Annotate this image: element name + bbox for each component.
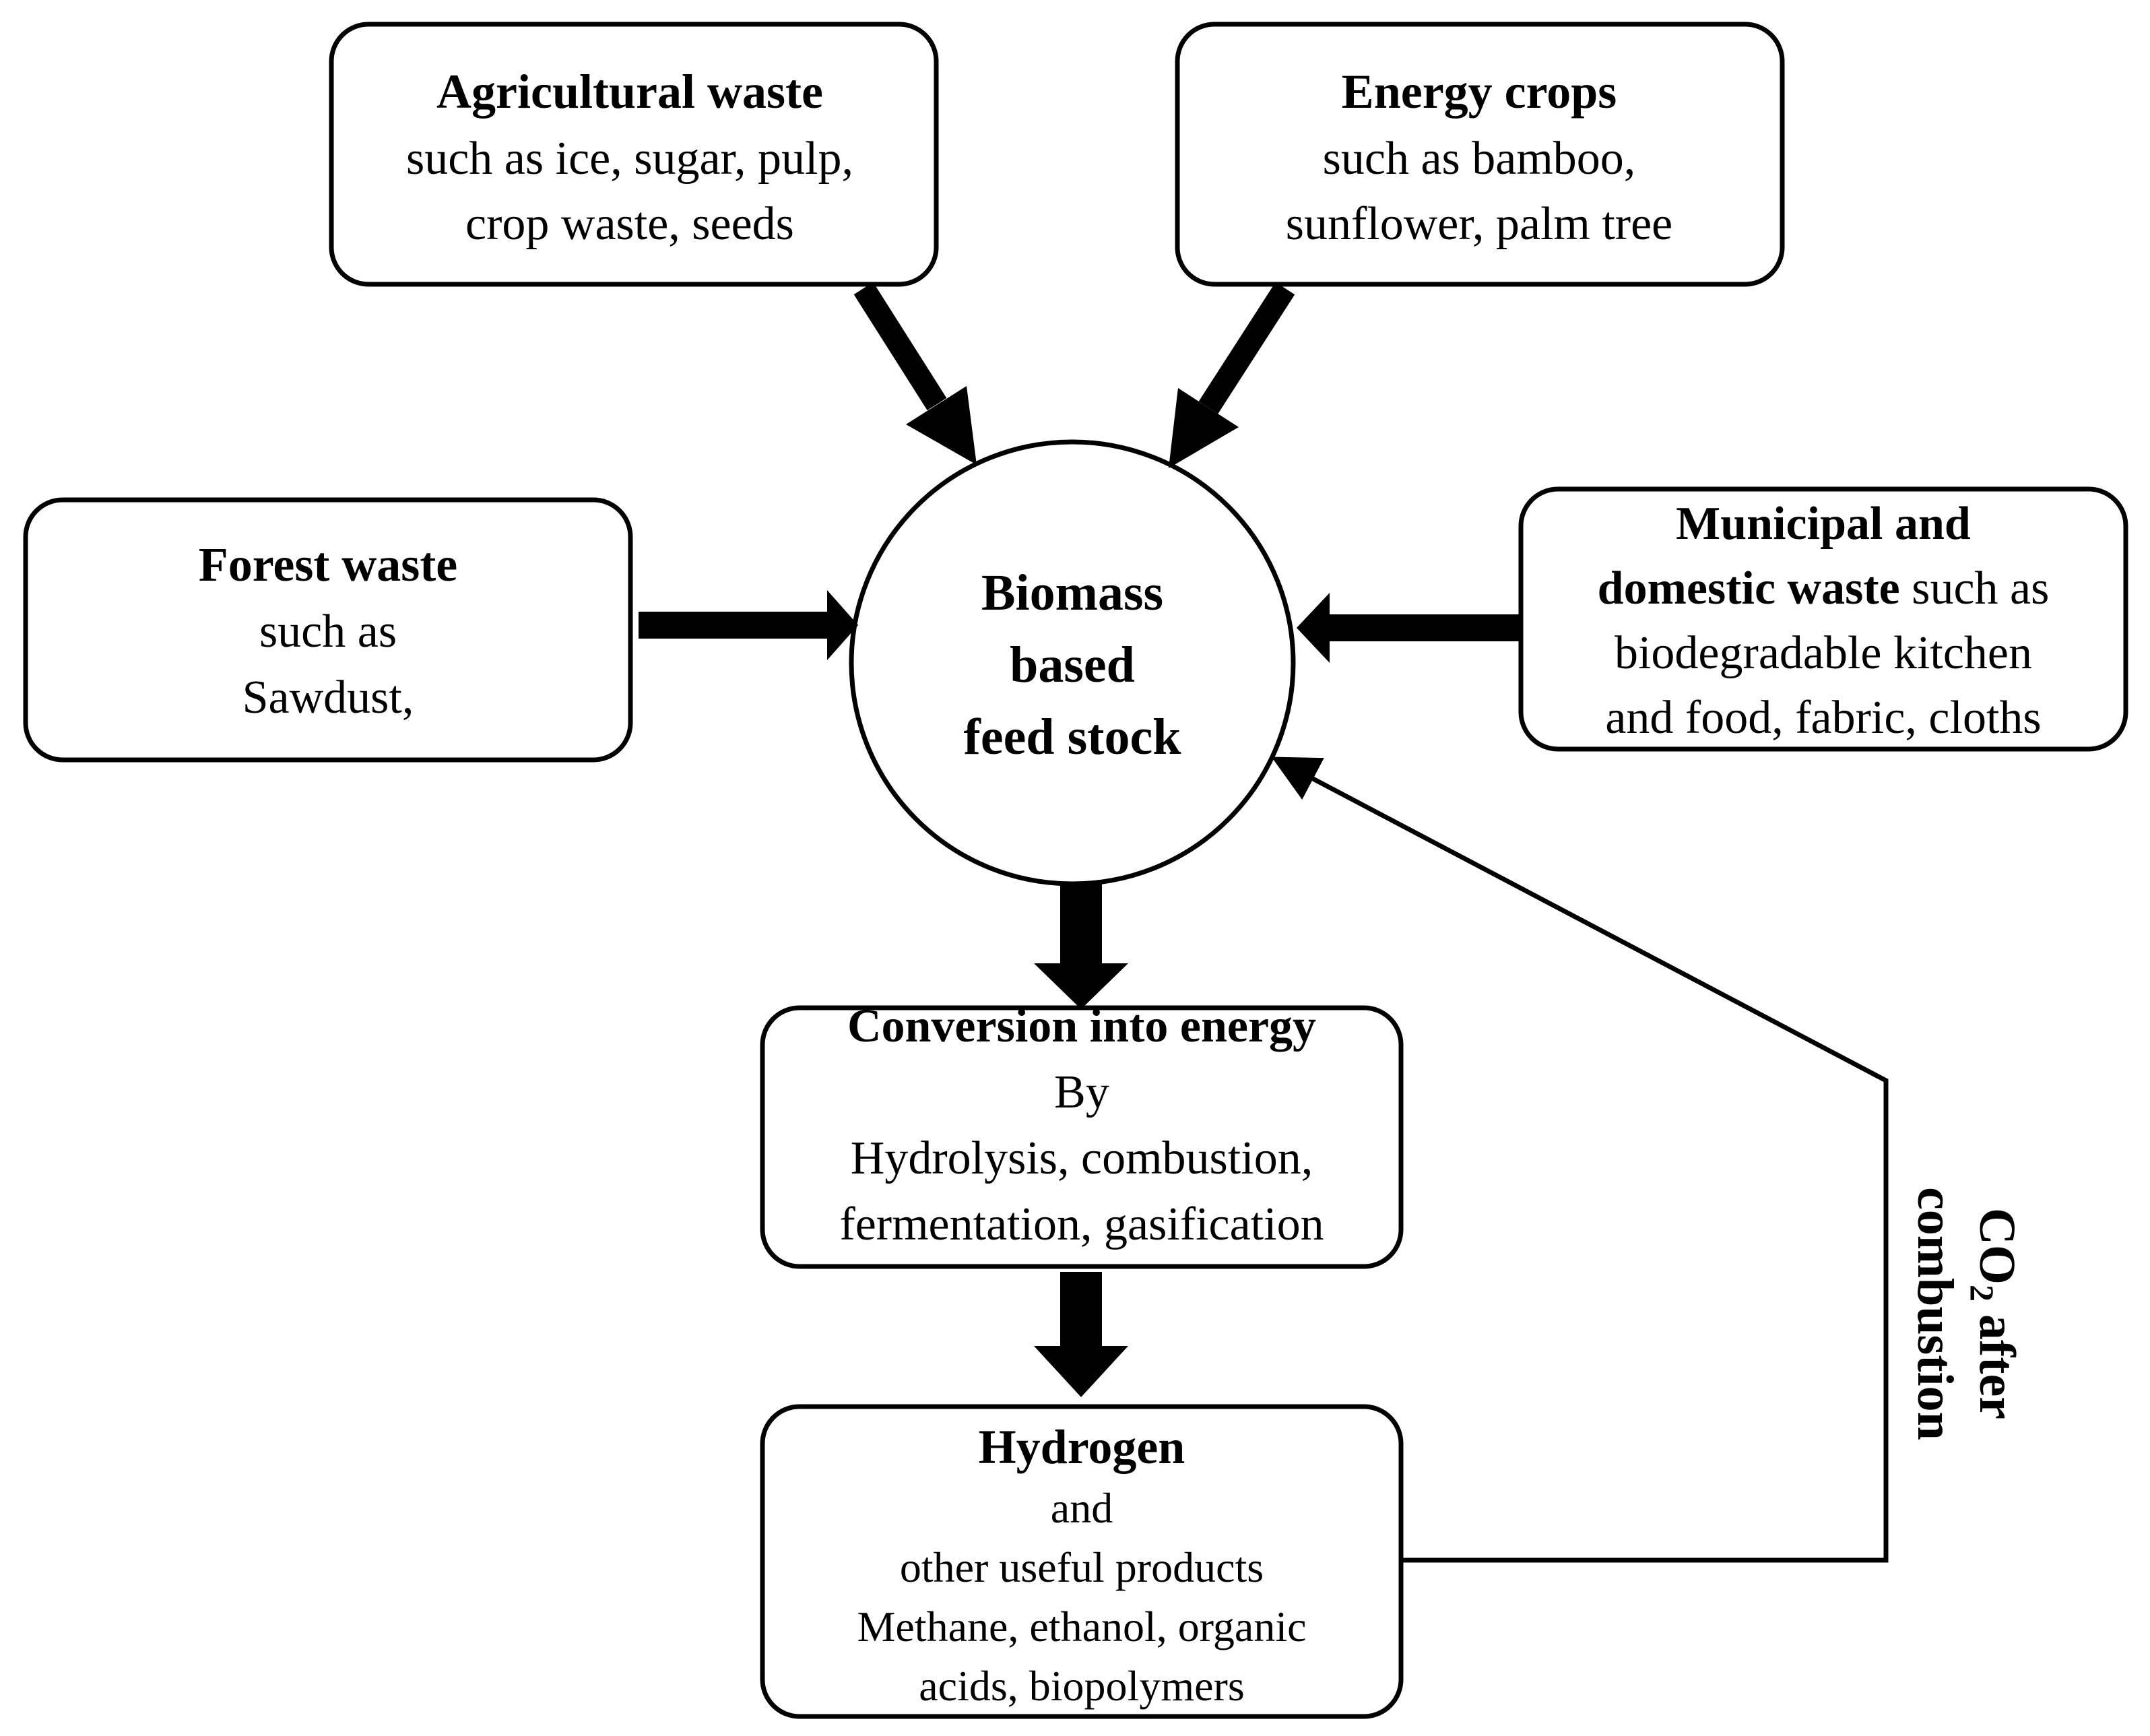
arrow-agricultural-to-biomass bbox=[853, 282, 977, 465]
municipal-waste-line-2: biodegradable kitchen bbox=[1615, 627, 2032, 679]
biomass-line-1: Biomass bbox=[981, 565, 1163, 621]
hydrogen-title: Hydrogen bbox=[979, 1420, 1185, 1474]
municipal-waste-box: Municipal and domestic waste such as bio… bbox=[1518, 486, 2128, 752]
arrow-municipal-to-biomass bbox=[1297, 593, 1520, 663]
co2-label-co: CO bbox=[1969, 1208, 2025, 1285]
co2-label-after: after bbox=[1969, 1301, 2025, 1419]
municipal-waste-title-2: domestic waste bbox=[1598, 562, 1900, 614]
municipal-waste-line-3: and food, fabric, cloths bbox=[1605, 692, 2041, 744]
forest-waste-line-2: Sawdust, bbox=[242, 672, 414, 724]
energy-crops-box: Energy crops such as bamboo, sunflower, … bbox=[1175, 22, 1785, 287]
hydrogen-line-1: and bbox=[1051, 1484, 1113, 1532]
biomass-feedstock-circle: Biomass based feed stock bbox=[849, 439, 1296, 887]
forest-waste-line-1: such as bbox=[259, 606, 397, 657]
forest-waste-box: Forest waste such as Sawdust, bbox=[23, 497, 633, 763]
arrow-conversion-to-hydrogen bbox=[1034, 1272, 1128, 1397]
co2-label-subscript: 2 bbox=[1963, 1285, 2001, 1301]
biomass-line-3: feed stock bbox=[964, 709, 1182, 765]
biomass-line-2: based bbox=[1010, 637, 1135, 693]
arrow-forest-to-biomass bbox=[639, 590, 858, 660]
co2-after-combustion-label: CO2 after combustion bbox=[1907, 1187, 2025, 1440]
conversion-line-2: Hydrolysis, combustion, bbox=[851, 1132, 1313, 1184]
conversion-box: Conversion into energy By Hydrolysis, co… bbox=[760, 1000, 1404, 1269]
arrow-energy-crops-to-biomass bbox=[1169, 282, 1295, 468]
energy-crops-title: Energy crops bbox=[1342, 65, 1617, 119]
conversion-line-3: fermentation, gasification bbox=[839, 1198, 1324, 1250]
co2-feedback-arrow bbox=[1271, 757, 1889, 1563]
co2-label-line-1: CO2 after bbox=[1963, 1208, 2025, 1419]
co2-label-line-2: combustion bbox=[1907, 1187, 1963, 1440]
municipal-waste-title: Municipal and bbox=[1676, 498, 1971, 550]
agricultural-waste-box: Agricultural waste such as ice, sugar, p… bbox=[329, 22, 939, 287]
forest-waste-title: Forest waste bbox=[199, 538, 458, 591]
hydrogen-box: Hydrogen and other useful products Metha… bbox=[760, 1404, 1404, 1719]
agricultural-waste-line-2: crop waste, seeds bbox=[465, 198, 794, 250]
hydrogen-line-4: acids, biopolymers bbox=[919, 1662, 1244, 1710]
conversion-title: Conversion into energy bbox=[847, 1000, 1316, 1052]
agricultural-waste-line-1: such as ice, sugar, pulp, bbox=[406, 133, 853, 185]
hydrogen-line-3: Methane, ethanol, organic bbox=[857, 1603, 1306, 1650]
conversion-line-1: By bbox=[1054, 1066, 1109, 1118]
arrow-biomass-to-conversion bbox=[1034, 884, 1128, 1009]
hydrogen-line-2: other useful products bbox=[900, 1543, 1264, 1591]
energy-crops-line-2: sunflower, palm tree bbox=[1286, 198, 1673, 250]
energy-crops-line-1: such as bamboo, bbox=[1323, 133, 1636, 185]
agricultural-waste-title: Agricultural waste bbox=[436, 65, 823, 119]
municipal-waste-line-1: domestic waste such as bbox=[1598, 562, 2050, 614]
municipal-waste-such-as: such as bbox=[1900, 562, 2050, 614]
